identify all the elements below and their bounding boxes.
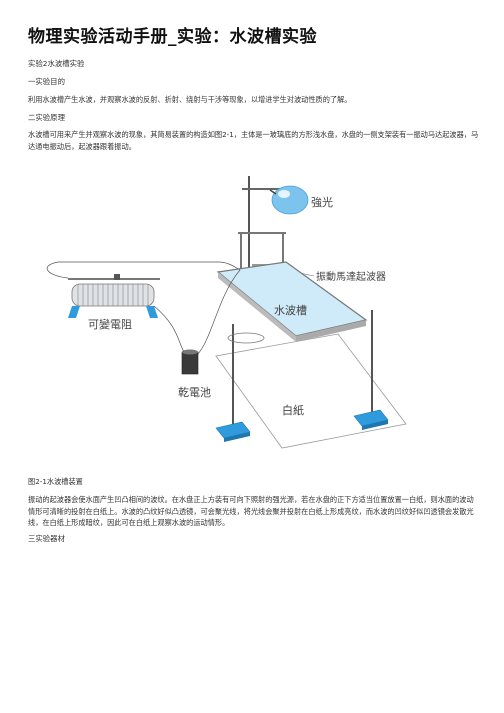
ripple-tank-front-edge	[296, 320, 366, 342]
light-bulb-icon	[271, 185, 309, 215]
label-vibrator: 振動馬達起波器	[316, 270, 386, 283]
battery-icon	[181, 351, 199, 375]
label-paper: 白紙	[282, 403, 304, 417]
label-tank: 水波槽	[274, 304, 307, 317]
paragraph-purpose: 利用水波槽产生水波，并观察水波的反射、折射、绕射与干涉等现象，以增进学生对波动性…	[28, 95, 352, 104]
wire-resistor-vibrator	[46, 261, 241, 279]
section-heading-principle: 二实验原理	[28, 113, 65, 122]
ripple-tank-side-edge	[218, 272, 296, 342]
light-bulb-highlight	[278, 190, 290, 198]
paragraph-principle: 水波槽可用来产生并观察水波的现象，其简易装置的构造如图2-1，主体是一玻璃底的方…	[28, 130, 479, 151]
resistor-foot-right	[146, 306, 158, 318]
figure-caption: 图2-1水波槽装置	[28, 477, 83, 486]
resistor-slider-knob	[114, 274, 120, 280]
wire-resistor-battery	[153, 305, 185, 353]
paragraph-observation: 振动的起波器会使水面产生凹凸相间的波纹。在水盘正上方装有可向下照射的强光源，若在…	[28, 495, 474, 527]
section-heading-equipment: 三实验器材	[28, 534, 65, 543]
wire-battery-vibrator	[197, 269, 241, 355]
ripple-tank-diagram: 強光 振動馬達起波器 水波槽	[46, 176, 407, 449]
label-resistor: 可變電阻	[88, 317, 132, 331]
left-stand-base-edge	[224, 432, 250, 442]
lens-ring	[227, 332, 265, 344]
label-battery: 乾電池	[178, 386, 211, 399]
light-socket	[269, 189, 277, 195]
resistor-foot-left	[68, 306, 80, 318]
resistor-coils	[77, 284, 149, 306]
light-arm	[242, 188, 282, 190]
vibrator-leg-right	[282, 232, 284, 270]
label-light: 強光	[311, 195, 333, 209]
section-heading-purpose: 一实验目的	[28, 77, 65, 86]
right-stand-rod	[371, 310, 373, 415]
light-stand-rod	[248, 176, 250, 276]
ripple-tank-figure: 強光 振動馬達起波器 水波槽	[28, 166, 480, 458]
page-title: 物理实验活动手册_实验：水波槽实验	[28, 27, 317, 47]
right-stand-base-edge	[362, 420, 388, 430]
left-stand-rod	[232, 324, 234, 429]
battery-top	[182, 349, 198, 355]
vibrator-bar	[238, 232, 286, 234]
vibrator-leg-left	[240, 232, 242, 270]
doc-subtitle: 实验2水波槽实验	[28, 59, 85, 68]
